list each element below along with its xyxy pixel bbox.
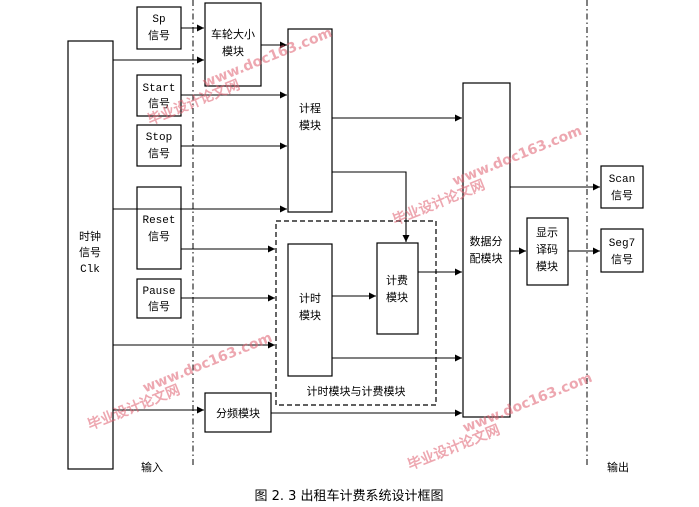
distributor-line-2: 配模块: [470, 252, 503, 265]
decoder-line-1: 显示: [536, 226, 558, 239]
distance-module: 计程 模块: [287, 28, 333, 213]
fee-module: 计费 模块: [376, 242, 419, 335]
fee-line-1: 计费: [386, 274, 408, 287]
figure-caption: 图 2. 3 出租车计费系统设计框图: [254, 488, 443, 504]
input-section-label: 输入: [141, 460, 163, 474]
sp-line-2: 信号: [148, 29, 170, 42]
sp-signal-block: Sp 信号: [136, 6, 182, 50]
clock-line-2: 信号: [79, 246, 101, 259]
start-signal-block: Start 信号: [136, 74, 182, 117]
stop-line-2: 信号: [148, 147, 170, 160]
stop-signal-block: Stop 信号: [136, 124, 182, 167]
decoder-line-3: 模块: [536, 260, 558, 273]
start-line-2: 信号: [148, 97, 170, 110]
timer-line-1: 计时: [299, 292, 321, 305]
distributor-line-1: 数据分: [470, 234, 503, 248]
watermark-4-cn: 毕业设计论文网: [405, 421, 502, 473]
fee-line-2: 模块: [386, 291, 408, 304]
scan-line-1: Scan: [609, 174, 635, 186]
pause-line-2: 信号: [148, 300, 170, 313]
decoder-line-2: 译码: [536, 243, 558, 256]
seg7-signal-block: Seg7 信号: [600, 228, 644, 273]
reset-signal-block: Reset 信号: [136, 186, 182, 270]
timer-module: 计时 模块: [287, 243, 333, 377]
distance-line-2: 模块: [299, 119, 321, 132]
timer-fee-group-box: [275, 220, 437, 406]
watermark-3-url: www.doc163.com: [141, 330, 275, 397]
stop-line-1: Stop: [146, 132, 172, 144]
wheel-line-2: 模块: [222, 45, 244, 58]
pause-line-1: Pause: [142, 286, 175, 298]
distance-to-fee-arrow: [332, 171, 410, 242]
group-label: 计时模块与计费模块: [307, 385, 406, 398]
timer-line-2: 模块: [299, 309, 321, 322]
display-decoder-module: 显示 译码 模块: [526, 217, 569, 286]
pause-signal-block: Pause 信号: [136, 278, 182, 319]
divider-module: 分频模块: [204, 392, 272, 433]
clock-line-3: Clk: [80, 264, 100, 276]
connections: [113, 24, 600, 417]
reset-line-2: 信号: [148, 230, 170, 243]
seg7-line-1: Seg7: [609, 238, 635, 250]
data-distribution-module: 数据分 配模块: [462, 82, 511, 418]
clock-line-1: 时钟: [79, 229, 101, 243]
seg7-line-2: 信号: [611, 253, 633, 266]
scan-signal-block: Scan 信号: [600, 165, 644, 209]
wheel-line-1: 车轮大小: [211, 27, 255, 41]
divider-line-1: 分频模块: [216, 406, 260, 420]
start-line-1: Start: [142, 83, 175, 95]
scan-line-2: 信号: [611, 189, 633, 202]
wheel-size-module: 车轮大小 模块: [204, 2, 262, 87]
distance-line-1: 计程: [299, 102, 321, 115]
clock-block: 时钟 信号 Clk: [67, 40, 114, 470]
reset-line-1: Reset: [142, 215, 175, 227]
output-section-label: 输出: [607, 460, 629, 474]
sp-line-1: Sp: [152, 14, 165, 26]
